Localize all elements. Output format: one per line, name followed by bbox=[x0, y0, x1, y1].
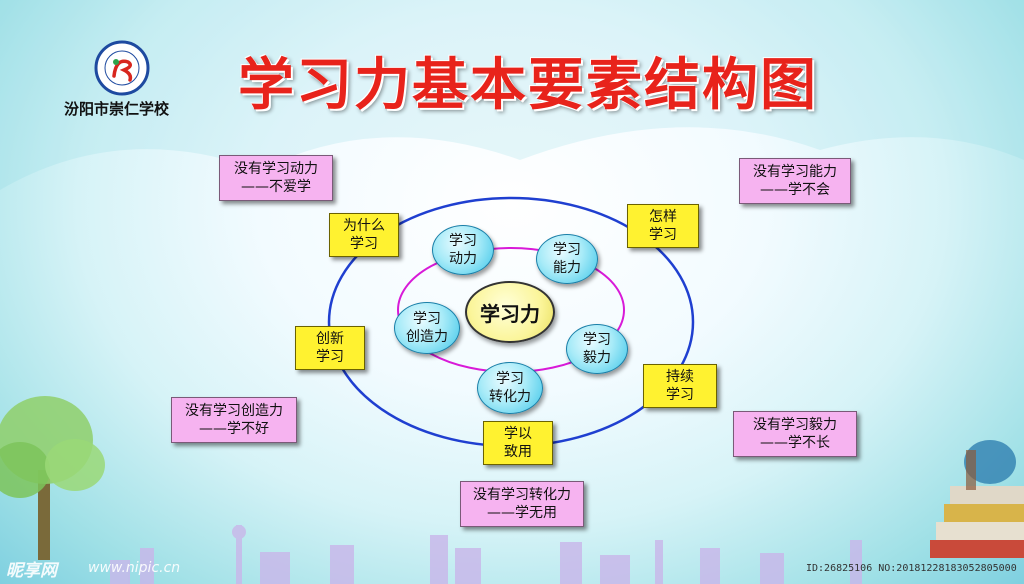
city-skyline bbox=[110, 525, 862, 584]
note-ability: 没有学习能力——学不会 bbox=[739, 158, 851, 204]
node-learning-perseverance: 学习毅力 bbox=[566, 324, 628, 374]
label-continuous-learn: 持续学习 bbox=[643, 364, 717, 408]
note-motivation: 没有学习动力——不爱学 bbox=[219, 155, 333, 201]
watermark-id: ID:26825106 NO:20181228183052805000 bbox=[806, 563, 1017, 574]
node-learning-creativity: 学习创造力 bbox=[394, 302, 460, 354]
note-perseverance: 没有学习毅力——学不长 bbox=[733, 411, 857, 457]
label-how-learn: 怎样学习 bbox=[627, 204, 699, 248]
note-creativity: 没有学习创造力——学不好 bbox=[171, 397, 297, 443]
watermark-brand: 昵享网 bbox=[6, 561, 57, 581]
label-apply-learning: 学以致用 bbox=[483, 421, 553, 465]
node-learning-motivation: 学习动力 bbox=[432, 225, 494, 275]
school-name: 汾阳市崇仁学校 bbox=[64, 100, 170, 118]
school-logo bbox=[94, 40, 150, 96]
core-learning-power: 学习力 bbox=[465, 281, 555, 343]
note-transformation: 没有学习转化力——学无用 bbox=[460, 481, 584, 527]
watermark-url: www.nipic.cn bbox=[88, 560, 181, 576]
tree-illustration bbox=[0, 396, 105, 560]
books-illustration bbox=[930, 440, 1024, 558]
label-why-learn: 为什么学习 bbox=[329, 213, 399, 257]
page-title: 学习力基本要素结构图 bbox=[238, 53, 818, 118]
node-learning-ability: 学习能力 bbox=[536, 234, 598, 284]
node-learning-transformation: 学习转化力 bbox=[477, 362, 543, 414]
label-innovative-learn: 创新学习 bbox=[295, 326, 365, 370]
